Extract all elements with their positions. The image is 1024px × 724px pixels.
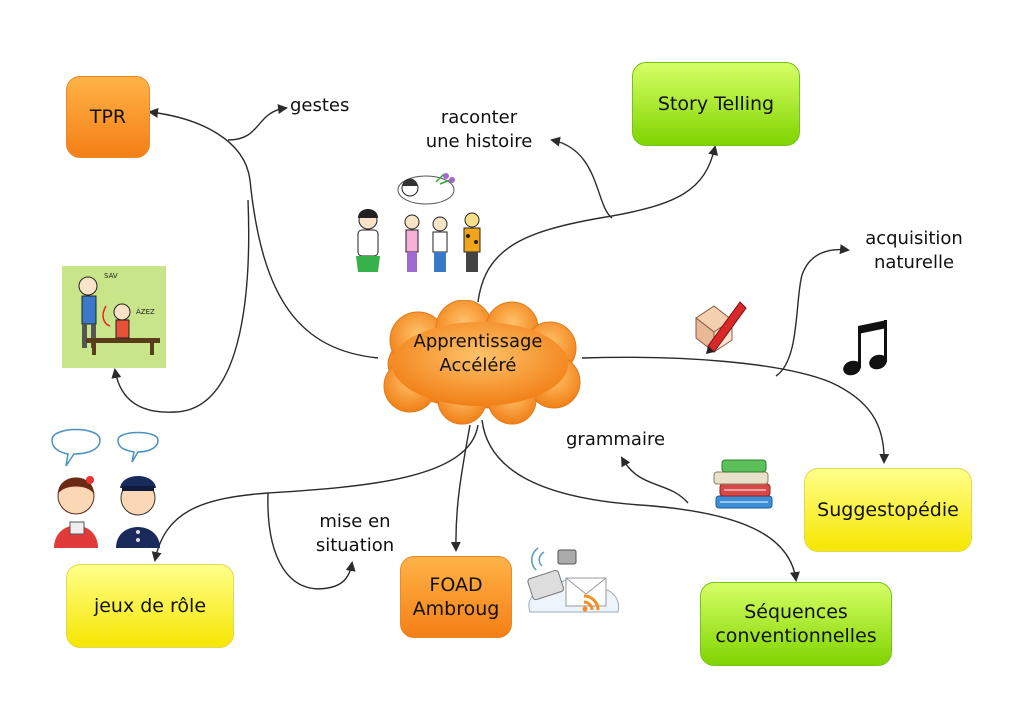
node-sequences-conventionnelles[interactable]: Séquences conventionnelles bbox=[700, 582, 892, 666]
tpr-scene-illustration: SAV ÀZEZ bbox=[62, 266, 166, 368]
node-foad-label-1: FOAD bbox=[429, 574, 483, 596]
connector-jeux bbox=[151, 424, 479, 562]
node-suggestopedie-label: Suggestopédie bbox=[817, 499, 959, 521]
connector-story bbox=[477, 145, 719, 303]
tpr-scene-bubble-2: ÀZEZ bbox=[136, 308, 155, 316]
music-note-icon bbox=[843, 320, 887, 376]
connector-tpr bbox=[148, 107, 379, 359]
label-raconter-line2: une histoire bbox=[425, 131, 533, 152]
label-acquisition-line2: naturelle bbox=[873, 252, 955, 273]
connector-gestes bbox=[227, 104, 288, 141]
books-icon bbox=[713, 459, 773, 509]
central-topic-line1: Apprentissage bbox=[413, 331, 543, 352]
connector-tpr-image bbox=[111, 199, 250, 413]
connector-mise bbox=[267, 492, 356, 590]
pencil-icon bbox=[695, 301, 747, 354]
node-foad-label-2: Ambroug bbox=[412, 598, 500, 620]
storytelling-illustration bbox=[356, 173, 481, 272]
node-story-telling[interactable]: Story Telling bbox=[632, 62, 800, 146]
label-mise-en-situation: mise en situation bbox=[300, 510, 410, 558]
label-acquisition-line1: acquisition bbox=[865, 228, 963, 249]
online-cloud-icon bbox=[527, 547, 620, 613]
connector-acquisition bbox=[775, 244, 850, 377]
label-acquisition: acquisition naturelle bbox=[852, 227, 976, 275]
connector-sequences bbox=[481, 419, 800, 582]
node-sequences-label-2: conventionnelles bbox=[715, 625, 877, 647]
label-grammaire: grammaire bbox=[566, 429, 666, 450]
node-suggestopedie[interactable]: Suggestopédie bbox=[804, 468, 972, 552]
connector-foad bbox=[450, 424, 471, 552]
connector-suggesto bbox=[581, 356, 890, 464]
connector-grammaire bbox=[621, 456, 689, 504]
node-foad-ambroug[interactable]: FOAD Ambroug bbox=[400, 556, 512, 638]
connector-raconter bbox=[550, 136, 613, 219]
central-topic-line2: Accéléré bbox=[439, 355, 517, 376]
node-story-telling-label: Story Telling bbox=[657, 93, 775, 115]
label-mise-line1: mise en bbox=[319, 511, 391, 532]
node-jeux-label: jeux de rôle bbox=[93, 595, 207, 617]
label-raconter-line1: raconter bbox=[440, 107, 518, 128]
central-cloud-shape bbox=[383, 300, 581, 425]
roleplay-illustration bbox=[51, 428, 160, 548]
tpr-scene-bubble-1: SAV bbox=[104, 272, 118, 280]
label-mise-line2: situation bbox=[315, 535, 395, 556]
node-sequences-label-1: Séquences bbox=[744, 601, 848, 623]
label-raconter: raconter une histoire bbox=[414, 106, 544, 154]
tpr-scene-drawing bbox=[78, 276, 160, 355]
node-tpr[interactable]: TPR bbox=[66, 76, 150, 158]
node-tpr-label: TPR bbox=[89, 106, 127, 128]
node-jeux-de-role[interactable]: jeux de rôle bbox=[66, 564, 234, 648]
label-gestes: gestes bbox=[290, 95, 350, 116]
central-topic: Apprentissage Accéléré bbox=[398, 330, 558, 378]
